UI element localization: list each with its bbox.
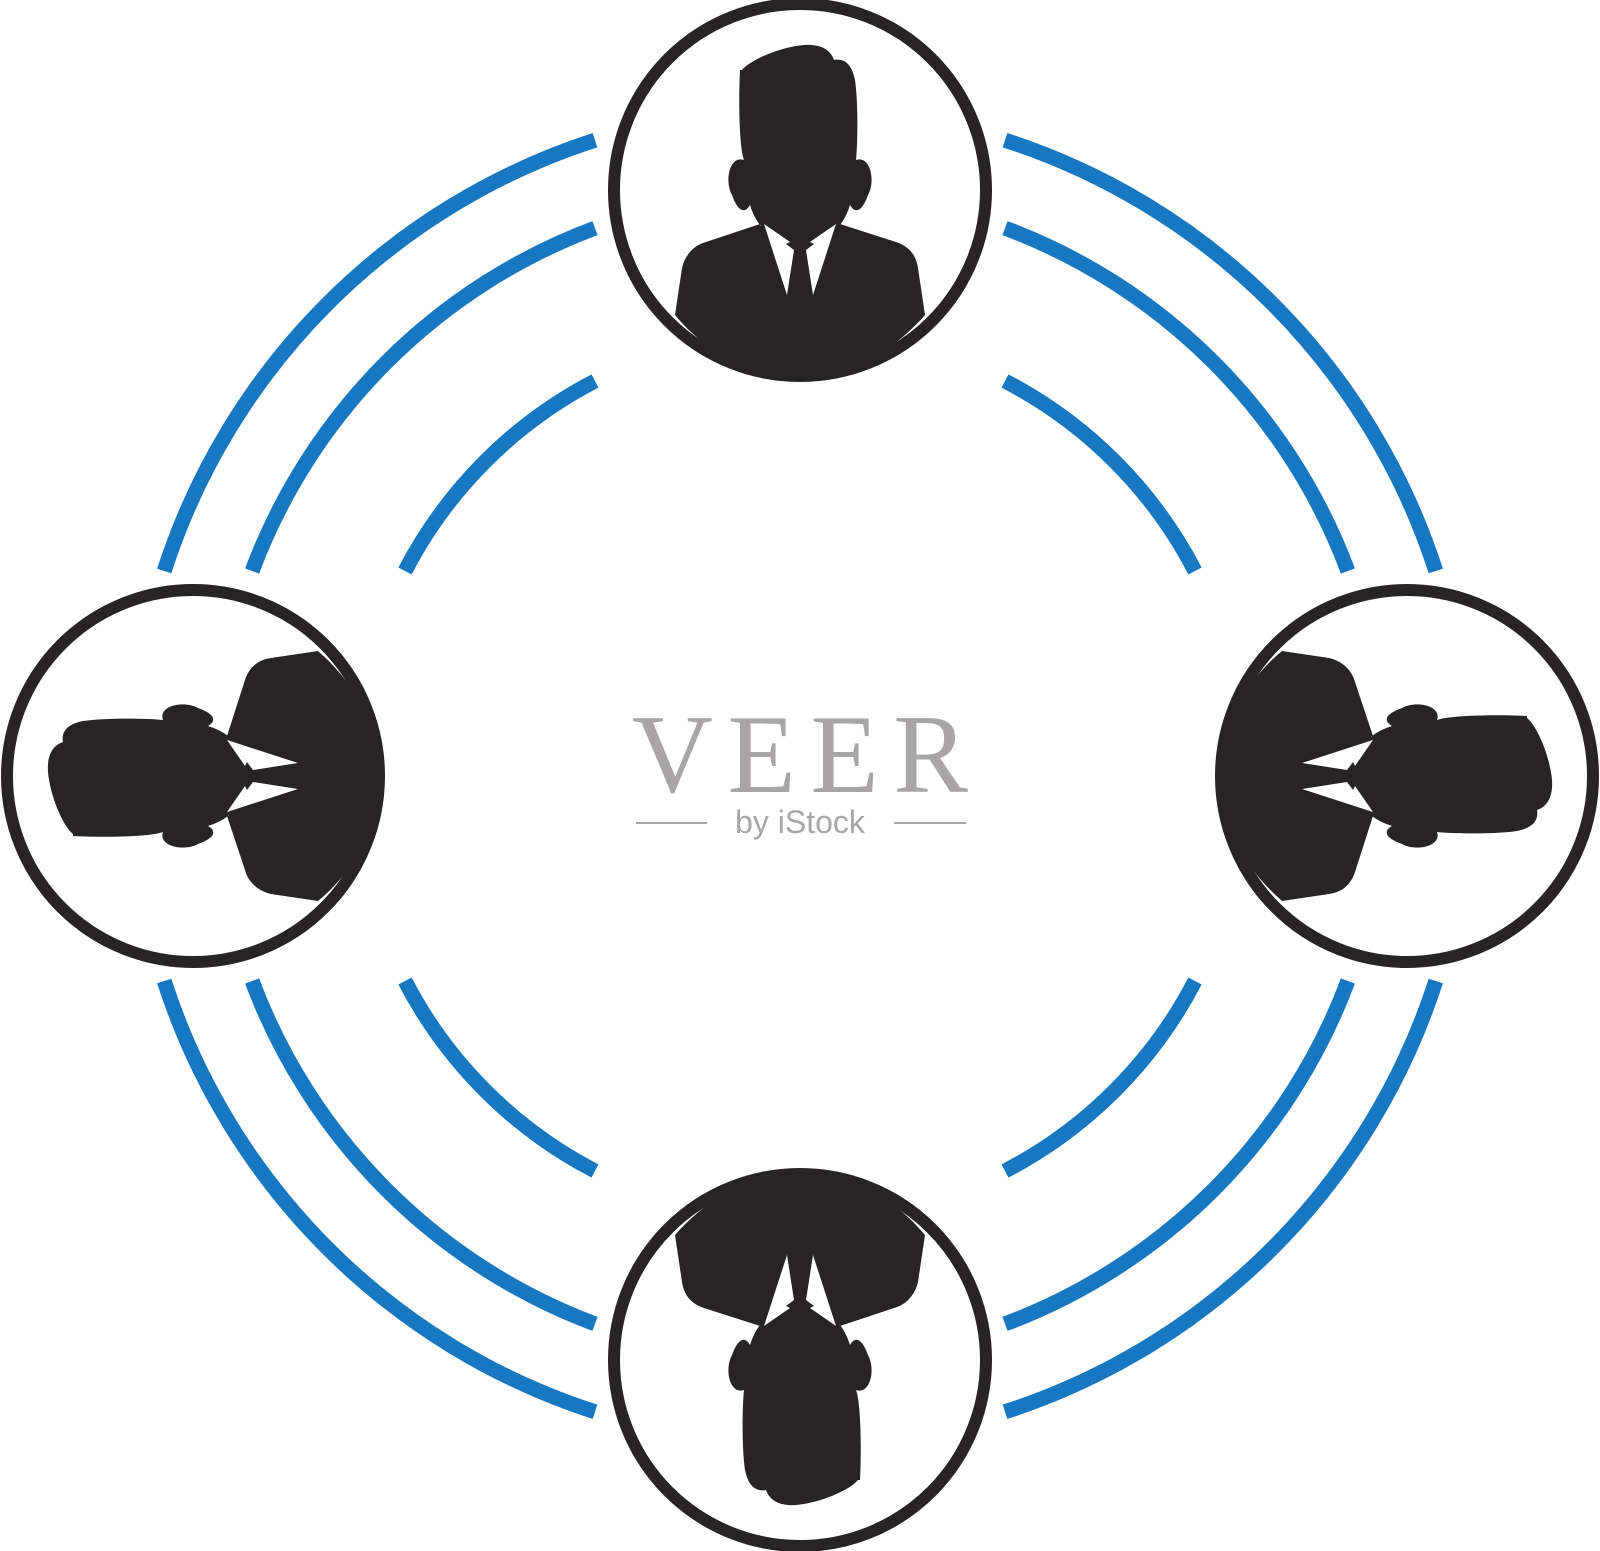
person-node-bottom-border (608, 1168, 992, 1551)
ring-arc-middle-upper-left (245, 221, 598, 574)
ring-arc-inner-lower-left (398, 977, 599, 1178)
watermark: VEER by iStock (632, 693, 968, 840)
person-node-right-border (1215, 584, 1599, 968)
person-node-right (1215, 584, 1599, 968)
ring-arc-outer-lower-left (157, 978, 598, 1419)
ring-arc-middle-lower-right (1002, 978, 1355, 1331)
person-node-left (1, 584, 385, 968)
ring-arc-inner-lower-right (1001, 977, 1202, 1178)
ring-arc-outer-upper-right (1002, 133, 1443, 574)
ring-arc-inner-upper-left (398, 374, 599, 575)
ring-arc-middle-lower-left (245, 978, 598, 1331)
person-node-left-border (1, 584, 385, 968)
watermark-title: VEER (632, 693, 968, 817)
ring-arc-outer-lower-right (1002, 978, 1443, 1419)
ring-arc-middle-upper-right (1002, 221, 1355, 574)
watermark-subtitle: by iStock (735, 804, 866, 840)
connection-rings (157, 133, 1443, 1419)
ring-arc-inner-upper-right (1001, 374, 1202, 575)
person-node-top-border (608, 0, 992, 382)
ring-arc-outer-upper-left (157, 133, 598, 574)
person-node-bottom (608, 1168, 992, 1551)
person-node-top (608, 0, 992, 382)
